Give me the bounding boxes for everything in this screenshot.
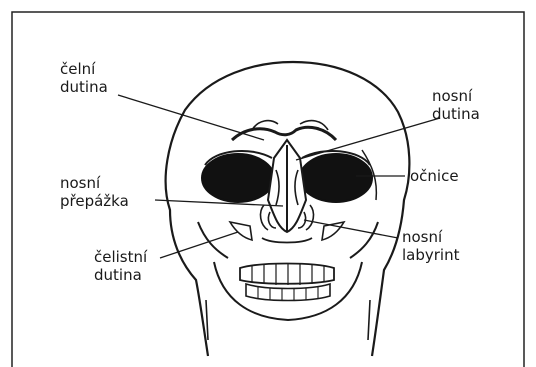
leader-maxillary-sinus [160,232,238,258]
leader-nasal-septum [155,200,283,206]
brow-ridge [232,127,336,140]
right-orbit [300,154,372,202]
left-orbit [202,154,274,202]
upper-teeth [240,264,334,284]
leader-nasal-labyrinth [304,220,398,238]
lower-teeth [246,284,330,301]
label-maxillary-sinus: čelistní dutina [94,248,147,284]
leader-nasal-cavity [296,118,440,160]
label-nasal-septum: nosní přepážka [60,174,129,210]
label-frontal-sinus: čelní dutina [60,60,108,96]
label-orbit: očnice [410,167,459,185]
label-nasal-cavity: nosní dutina [432,87,480,123]
label-nasal-labyrinth: nosní labyrint [402,228,459,264]
